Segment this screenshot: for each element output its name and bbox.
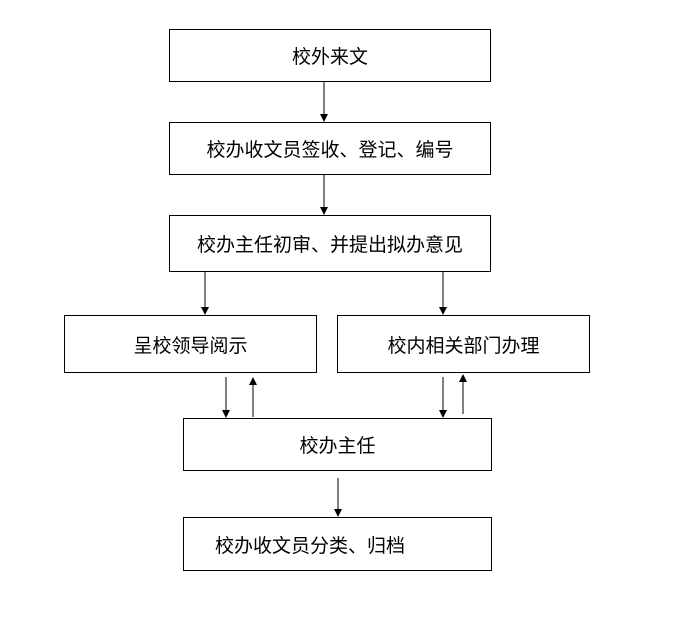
node-director-review-label: 校办主任初审、并提出拟办意见	[196, 234, 463, 256]
node-leader-review-label: 呈校领导阅示	[133, 334, 248, 357]
node-director-final: 校办主任	[183, 418, 492, 471]
node-leader-review: 呈校领导阅示	[64, 315, 317, 373]
node-department-handle-label: 校内相关部门办理	[387, 334, 540, 357]
node-department-handle: 校内相关部门办理	[337, 315, 590, 373]
node-clerk-archive: 校办收文员分类、归档	[183, 517, 492, 571]
node-external-document-label: 校外来文	[291, 46, 368, 68]
node-clerk-receive: 校办收文员签收、登记、编号	[169, 122, 491, 175]
node-director-review: 校办主任初审、并提出拟办意见	[169, 215, 491, 272]
node-clerk-archive-label: 校办收文员分类、归档	[215, 534, 406, 557]
node-external-document: 校外来文	[169, 29, 491, 82]
node-director-final-label: 校办主任	[299, 435, 376, 457]
node-clerk-receive-label: 校办收文员签收、登记、编号	[206, 139, 454, 161]
